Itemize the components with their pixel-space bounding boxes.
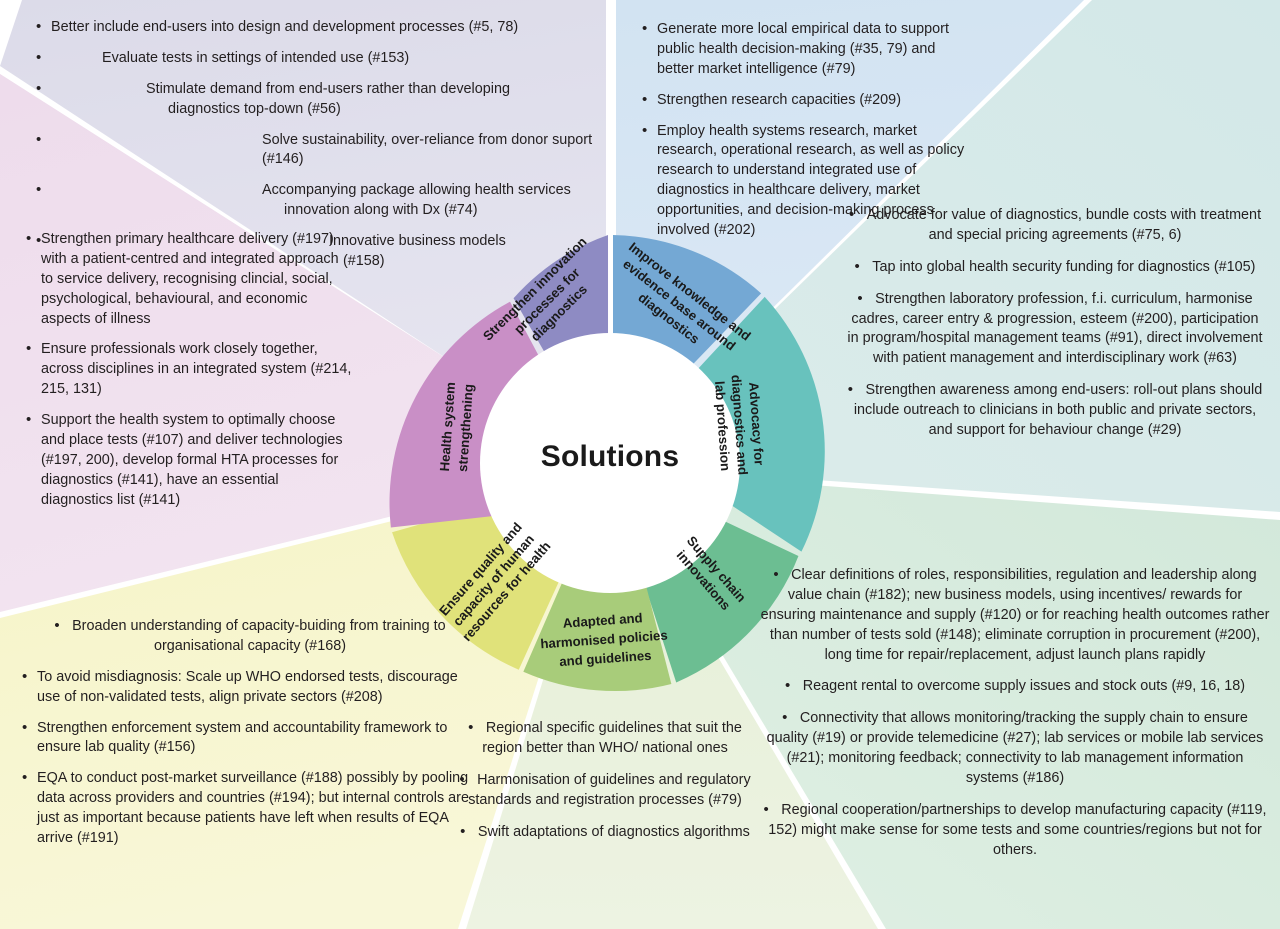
text-block-advocacy: Advocate for value of diagnostics, bundl… xyxy=(845,205,1265,441)
list-item: Strengthen awareness among end-users: ro… xyxy=(845,380,1265,441)
text-block-knowledge: Generate more local empirical data to su… xyxy=(640,19,970,241)
text-block-innovation: Better include end-users into design and… xyxy=(34,17,609,272)
list-item: Strengthen laboratory profession, f.i. c… xyxy=(845,289,1265,370)
list-item: Swift adaptations of diagnostics algorit… xyxy=(455,822,755,843)
center-disc xyxy=(480,333,740,593)
center-title: Solutions xyxy=(540,440,680,473)
text-block-supply-chain: Clear definitions of roles, responsibili… xyxy=(760,565,1270,860)
svg-text:Adapted and: Adapted and xyxy=(562,610,643,631)
list-item: Evaluate tests in settings of intended u… xyxy=(34,48,609,69)
list-item: Tap into global health security funding … xyxy=(845,257,1265,278)
list-item: Connectivity that allows monitoring/trac… xyxy=(760,708,1270,789)
text-block-quality: Broaden understanding of capacity-buidin… xyxy=(20,616,480,849)
svg-text:diagnostics and: diagnostics and xyxy=(729,374,751,475)
list-item: Generate more local empirical data to su… xyxy=(640,19,970,80)
list-item: Regional cooperation/partnerships to dev… xyxy=(760,800,1270,861)
list-item: Ensure professionals work closely togeth… xyxy=(24,339,354,400)
text-block-health-system: Strengthen primary healthcare delivery (… xyxy=(24,229,354,510)
segment-label-advocacy: Advocacy for diagnostics and lab profess… xyxy=(712,374,767,475)
list-item: Support the health system to optimally c… xyxy=(24,410,354,510)
svg-text:Advocacy for: Advocacy for xyxy=(746,381,767,465)
list-item: Stimulate demand from end-users rather t… xyxy=(34,79,566,120)
list-item: Employ health systems research, market r… xyxy=(640,120,970,241)
svg-text:Health system: Health system xyxy=(437,382,458,472)
list-item: Harmonisation of guidelines and regulato… xyxy=(455,770,755,811)
svg-text:lab profession: lab profession xyxy=(712,381,733,472)
svg-text:and guidelines: and guidelines xyxy=(559,648,652,669)
list-item: Better include end-users into design and… xyxy=(34,17,609,38)
list-item: Strengthen enforcement system and accoun… xyxy=(20,718,480,759)
list-item: Regional specific guidelines that suit t… xyxy=(455,718,755,759)
svg-text:strengthening: strengthening xyxy=(455,384,476,473)
list-item: Accompanying package allowing health ser… xyxy=(34,180,607,221)
list-item: Broaden understanding of capacity-buidin… xyxy=(20,616,480,657)
list-item: Strengthen research capacities (#209) xyxy=(640,90,970,111)
segment-label-health: Health system strengthening xyxy=(437,382,476,473)
text-block-policies: Regional specific guidelines that suit t… xyxy=(455,718,755,842)
list-item: Strengthen primary healthcare delivery (… xyxy=(24,229,354,329)
list-item: Advocate for value of diagnostics, bundl… xyxy=(845,205,1265,246)
list-item: Reagent rental to overcome supply issues… xyxy=(760,676,1270,697)
list-item: To avoid misdiagnosis: Scale up WHO endo… xyxy=(20,667,480,708)
list-item: Solve sustainability, over-reliance from… xyxy=(34,130,602,171)
segment-health[interactable] xyxy=(389,301,570,528)
list-item: Clear definitions of roles, responsibili… xyxy=(760,565,1270,665)
list-item: EQA to conduct post-market surveillance … xyxy=(20,768,480,849)
